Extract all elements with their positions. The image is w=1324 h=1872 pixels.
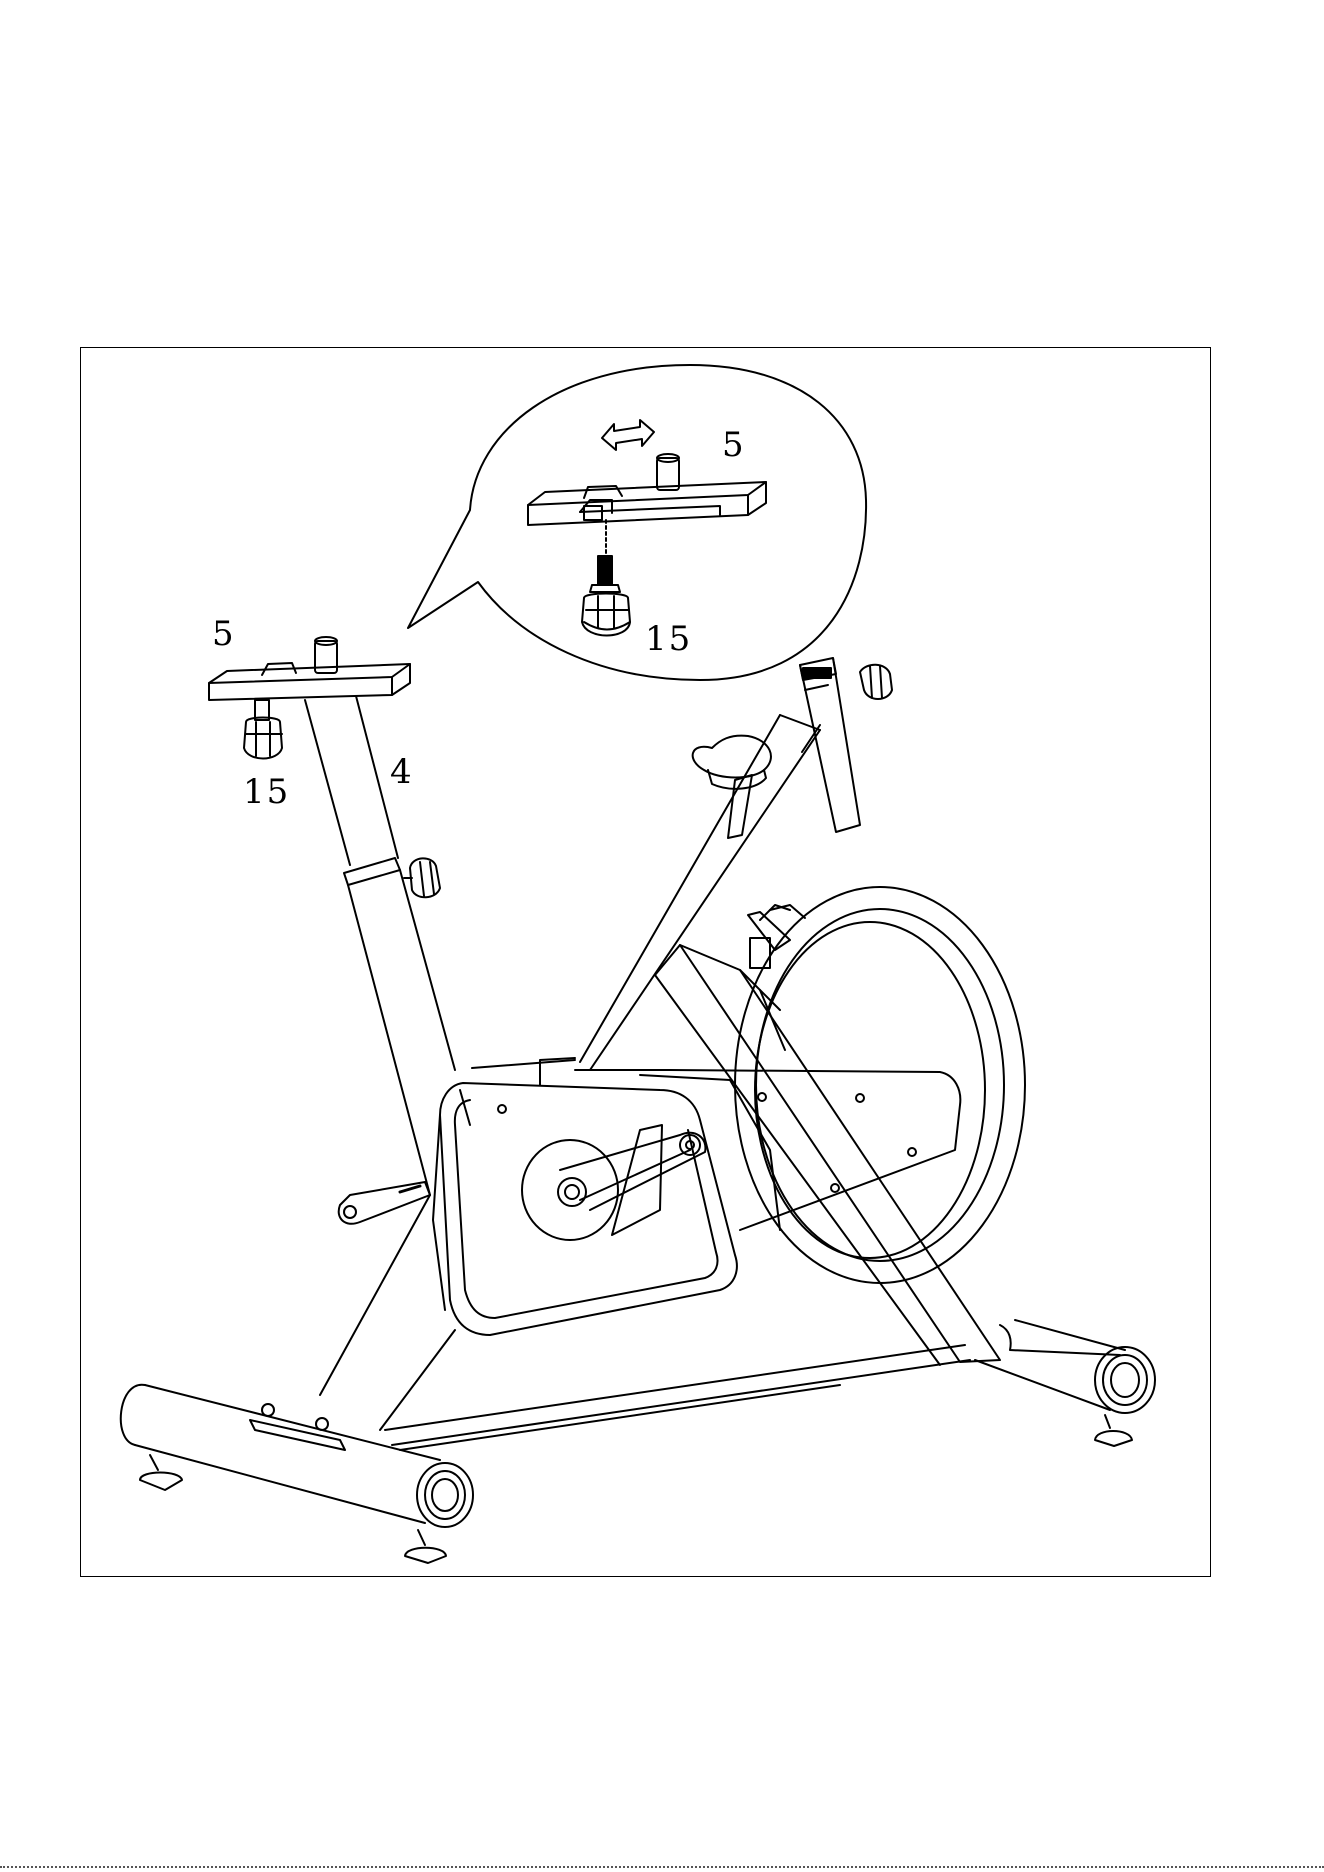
callout-inset-lower: 15: [645, 622, 692, 656]
seat-post: [305, 696, 455, 1195]
callout-seat-knob: 15: [243, 775, 290, 809]
chain-guard: [433, 1058, 960, 1335]
front-fork-tube: [655, 945, 1000, 1365]
base-crossbar: [385, 1345, 970, 1450]
brake-assembly: [748, 905, 805, 968]
inset-adjust-arrow: [602, 420, 654, 450]
handlebar-post: [800, 658, 892, 832]
detail-callout-bubble: [408, 365, 866, 680]
bottom-dotted-rule: [0, 1866, 1324, 1868]
callout-inset-upper: 5: [722, 428, 746, 462]
callout-seat-post: 4: [390, 755, 414, 789]
left-crank-arm: [339, 1182, 430, 1224]
seat-rail: [209, 637, 410, 700]
seat-knob: [244, 700, 282, 759]
inset-knob: [582, 520, 630, 636]
rear-stabilizer: [121, 1385, 473, 1527]
front-stabilizer: [975, 1320, 1155, 1446]
crank-assembly: [522, 1125, 705, 1240]
seat-post-clamp-knob: [404, 858, 440, 897]
callout-seat-rail: 5: [212, 617, 236, 651]
rear-leveler-feet: [140, 1455, 446, 1563]
